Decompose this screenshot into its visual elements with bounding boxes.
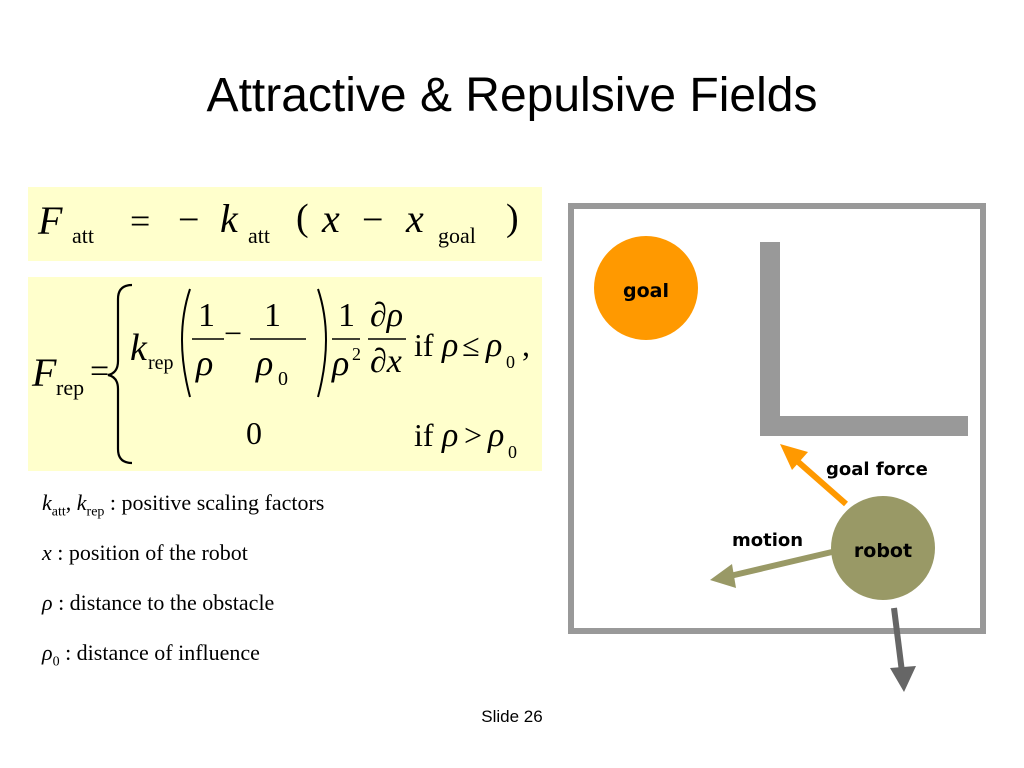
k-rep-symbol: k	[130, 327, 147, 369]
def-sub-0: 0	[52, 654, 60, 670]
def-rho0: ρ	[42, 640, 53, 665]
subscript-0-case-1: 0	[506, 352, 515, 372]
partial-x: ∂x	[370, 343, 402, 380]
superscript-2: 2	[352, 344, 361, 364]
minus-sign: −	[178, 199, 200, 241]
environment-frame	[568, 203, 986, 634]
def-sub-att: att	[51, 504, 66, 520]
goal-force-label: goal force	[826, 459, 928, 480]
robot-label: robot	[854, 540, 912, 562]
force-symbol-rep: F	[32, 350, 57, 395]
if-case-2: if	[414, 417, 434, 453]
subscript-k-att: att	[248, 223, 270, 248]
left-paren: (	[296, 197, 309, 239]
rho0-case-2: ρ	[488, 417, 505, 454]
robot-circle	[831, 496, 935, 600]
goal-force-arrow-head	[780, 444, 808, 470]
slide-title: Attractive & Repulsive Fields	[206, 69, 818, 122]
right-paren: )	[506, 197, 519, 239]
numerator-2: 1	[264, 297, 281, 334]
motion-label: motion	[732, 530, 803, 551]
force-symbol: F	[38, 198, 63, 243]
subscript-att: att	[72, 223, 94, 248]
motion-arrow-shaft	[729, 549, 833, 579]
rho0-case-1: ρ	[486, 327, 503, 364]
subscript-0-case-2: 0	[508, 442, 517, 462]
def-k-att: k	[42, 490, 52, 515]
def-rho: ρ	[42, 590, 53, 615]
def-k-rep: k	[76, 490, 87, 515]
attractive-formula-box: F att = − k att ( x − x goal )	[28, 187, 542, 261]
formula-strokes	[107, 283, 406, 465]
l-shaped-obstacle	[760, 242, 968, 436]
def-text-scaling: : positive scaling factors	[104, 490, 325, 515]
comma: ,	[522, 327, 530, 363]
x-goal-symbol: x	[406, 196, 424, 241]
definition-influence: ρ0 : distance of influence	[42, 642, 260, 669]
motion-arrow-head	[710, 564, 736, 588]
def-text-distance: : distance to the obstacle	[52, 590, 275, 615]
le-sign: ≤	[462, 327, 480, 363]
denominator-rho-squared: ρ	[332, 343, 350, 383]
def-sub-rep: rep	[86, 504, 105, 520]
equals-sign: =	[130, 201, 151, 241]
minus-rep: −	[224, 315, 243, 351]
zero-case-2: 0	[246, 415, 262, 451]
goal-label: goal	[623, 280, 669, 302]
def-text-influence: : distance of influence	[59, 640, 260, 665]
goal-circle	[594, 236, 698, 340]
subscript-0: 0	[278, 368, 288, 390]
definition-position: x : position of the robot	[42, 542, 248, 564]
def-x: x	[42, 540, 52, 565]
rho-case-2: ρ	[442, 417, 459, 454]
numerator-3: 1	[338, 297, 355, 334]
definition-scaling-factors: katt, krep : positive scaling factors	[42, 492, 324, 519]
equals-sign-rep: =	[90, 353, 110, 390]
if-case-1: if	[414, 327, 434, 363]
k-symbol: k	[220, 196, 238, 241]
def-separator: ,	[65, 490, 77, 515]
goal-force-arrow-shaft	[794, 457, 848, 507]
repulsive-arrow-shaft	[891, 607, 905, 673]
rho-case-1: ρ	[442, 327, 459, 364]
left-brace	[107, 283, 133, 465]
repulsive-formula-box: F rep = k rep 1 ρ − 1 ρ 0 1 ρ 2 ∂ρ ∂x if…	[28, 277, 542, 471]
subscript-goal: goal	[438, 223, 476, 248]
def-text-position: : position of the robot	[51, 540, 248, 565]
slide-number: Slide 26	[481, 707, 543, 726]
big-left-paren	[181, 288, 191, 398]
denominator-rho: ρ	[196, 343, 214, 383]
definition-distance: ρ : distance to the obstacle	[42, 592, 274, 614]
numerator-1: 1	[198, 297, 215, 334]
subscript-rep: rep	[56, 375, 85, 400]
big-right-paren	[317, 288, 327, 398]
minus-sign-2: −	[362, 199, 384, 241]
x-symbol: x	[322, 196, 340, 241]
subscript-k-rep: rep	[148, 352, 174, 374]
repulsive-arrow-head	[890, 666, 916, 692]
partial-rho: ∂ρ	[370, 297, 404, 334]
denominator-rho0: ρ	[256, 343, 274, 383]
gt-sign: >	[464, 417, 483, 453]
